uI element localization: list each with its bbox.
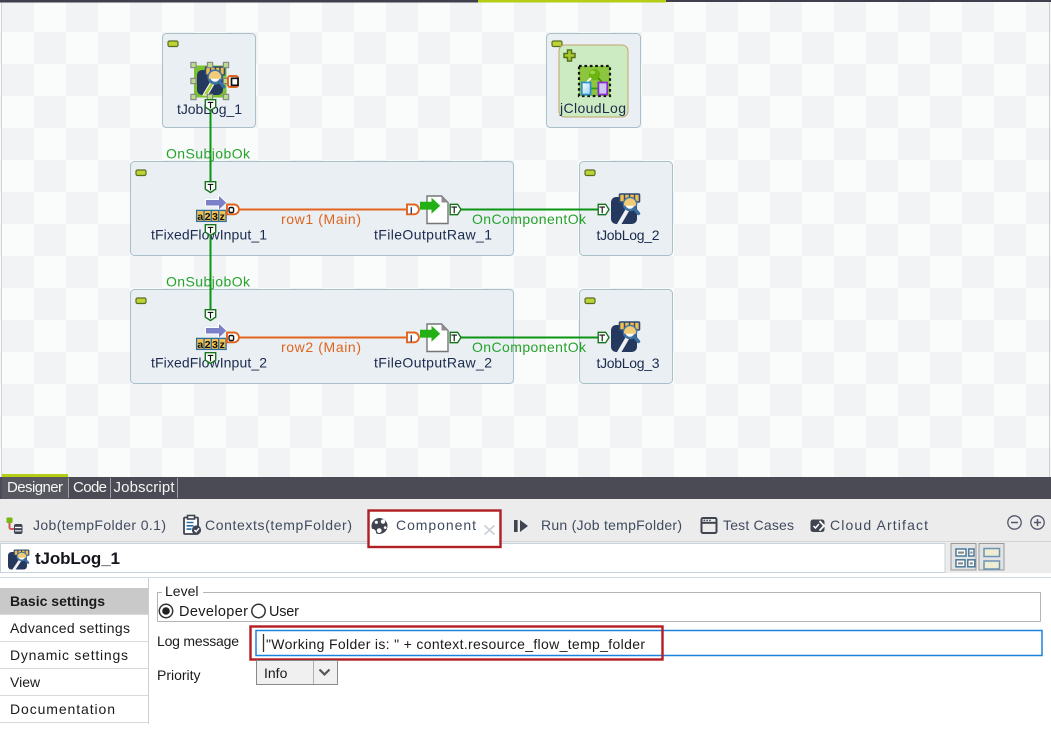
svg-text:OnComponentOk: OnComponentOk <box>472 211 587 227</box>
svg-text:Code: Code <box>73 479 107 496</box>
svg-text:row1 (Main): row1 (Main) <box>281 211 361 227</box>
svg-text:Developer: Developer <box>179 604 248 620</box>
svg-text:tJobLog_2: tJobLog_2 <box>597 227 660 243</box>
svg-text:Job(tempFolder 0.1): Job(tempFolder 0.1) <box>33 517 166 533</box>
svg-text:row2 (Main): row2 (Main) <box>281 339 361 355</box>
svg-text:User: User <box>269 604 299 620</box>
svg-text:Priority: Priority <box>157 667 201 683</box>
svg-text:Documentation: Documentation <box>10 701 115 717</box>
svg-text:Designer: Designer <box>7 479 63 496</box>
svg-text:tJobLog_3: tJobLog_3 <box>597 355 660 371</box>
svg-text:Basic settings: Basic settings <box>10 593 105 609</box>
svg-text:OnSubjobOk: OnSubjobOk <box>166 146 251 162</box>
svg-text:tJobLog_1: tJobLog_1 <box>35 549 120 568</box>
svg-text:Contexts(tempFolder): Contexts(tempFolder) <box>205 517 352 533</box>
svg-text:Level: Level <box>165 583 198 599</box>
svg-text:tFileOutputRaw_2: tFileOutputRaw_2 <box>374 355 492 371</box>
svg-text:Info: Info <box>264 665 288 681</box>
svg-text:Test Cases: Test Cases <box>723 517 794 533</box>
svg-text:Jobscript: Jobscript <box>114 479 176 496</box>
svg-text:View: View <box>10 674 41 690</box>
svg-text:Cloud Artifact: Cloud Artifact <box>830 517 928 533</box>
svg-text:Dynamic settings: Dynamic settings <box>10 647 128 663</box>
svg-text:tFileOutputRaw_1: tFileOutputRaw_1 <box>374 227 492 243</box>
svg-text:OnSubjobOk: OnSubjobOk <box>166 274 251 290</box>
svg-text:Component: Component <box>396 517 476 533</box>
svg-text:Log message: Log message <box>157 633 239 649</box>
svg-text:Run (Job tempFolder): Run (Job tempFolder) <box>541 517 682 533</box>
svg-text:Advanced settings: Advanced settings <box>10 620 130 636</box>
svg-text:"Working Folder is: " + contex: "Working Folder is: " + context.resource… <box>266 636 645 652</box>
svg-text:OnComponentOk: OnComponentOk <box>472 339 587 355</box>
svg-text:jCloudLog: jCloudLog <box>559 100 626 116</box>
